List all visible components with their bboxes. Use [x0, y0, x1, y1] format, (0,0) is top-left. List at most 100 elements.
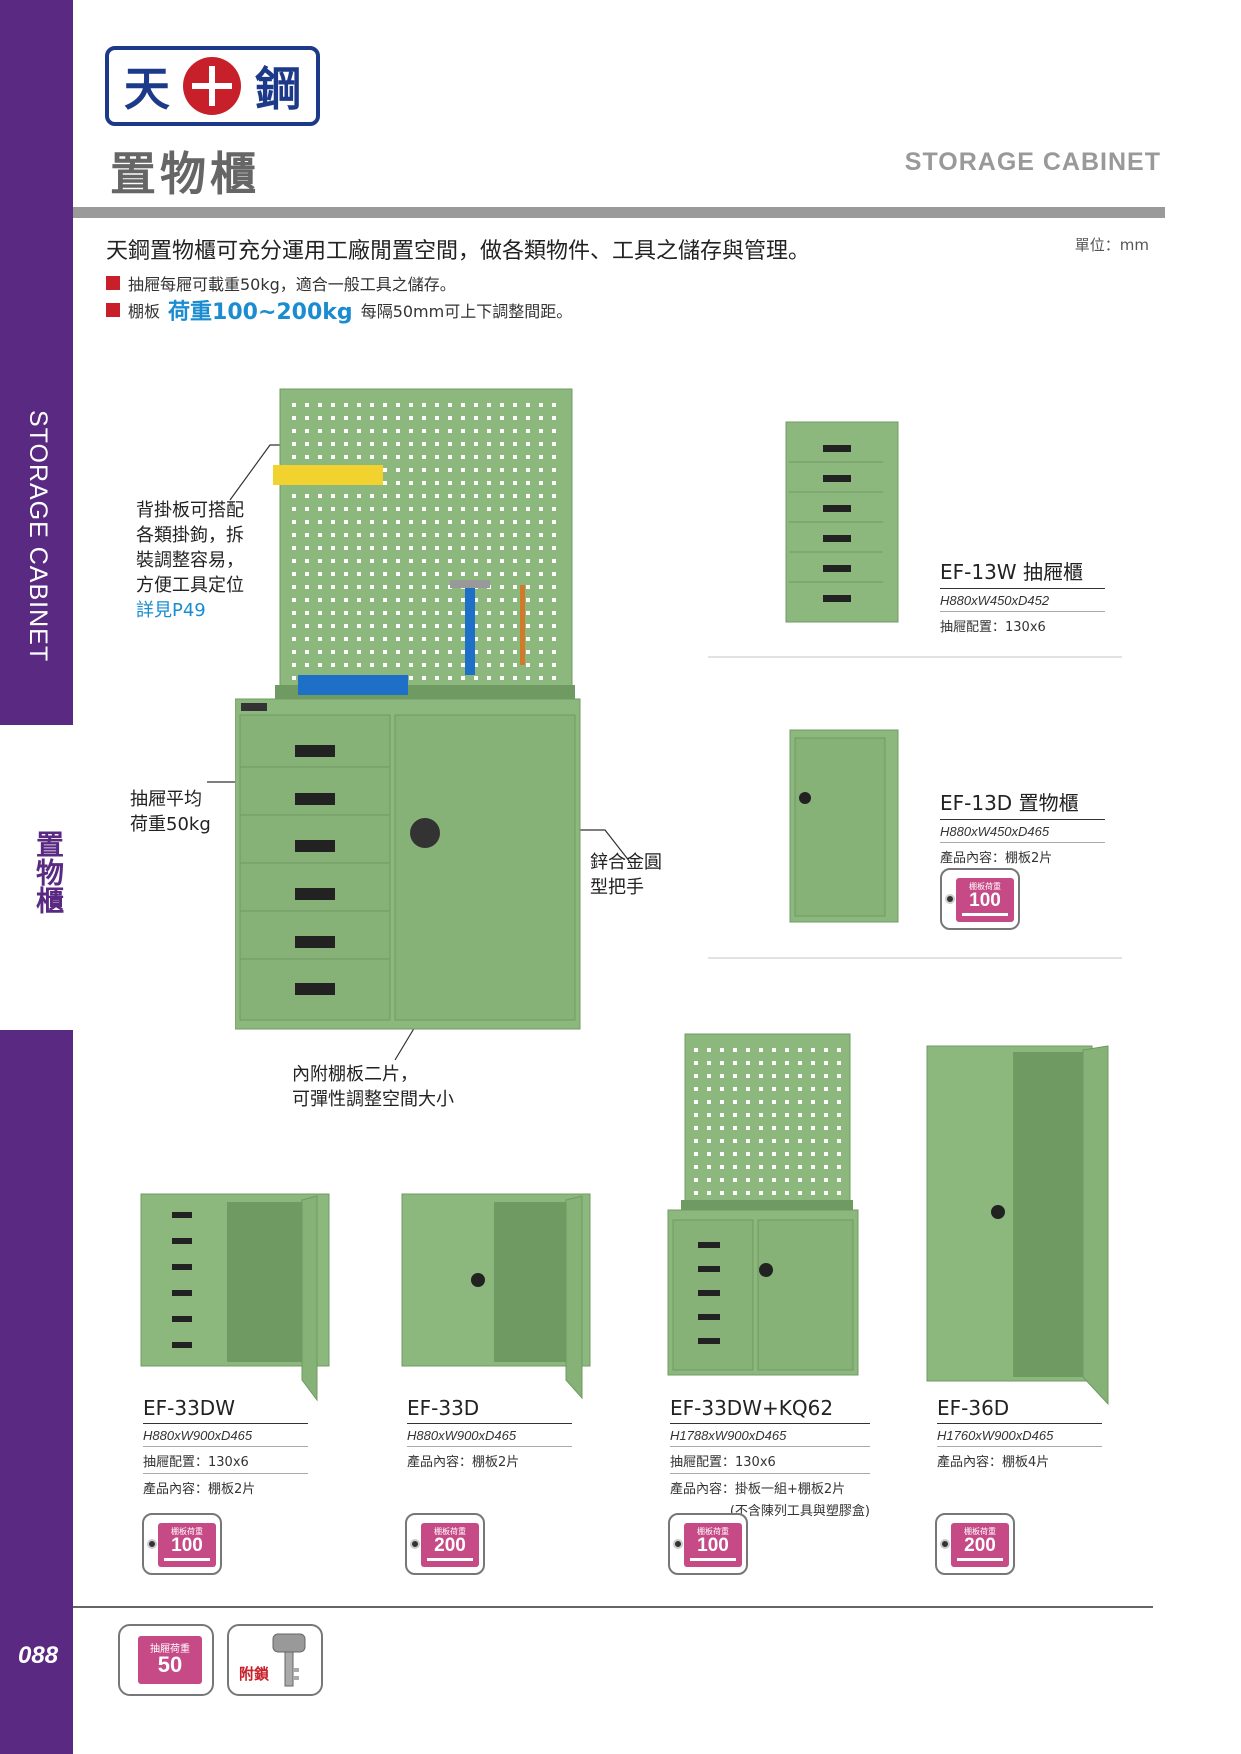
badge-caption: 棚板荷重: [969, 882, 1001, 891]
bullet-square-icon: [106, 276, 120, 290]
spec-row: 產品內容：棚板4片: [937, 1455, 1050, 1470]
page-number: 088: [18, 1642, 59, 1669]
callout-drawer: 抽屜平均 荷重50kg: [130, 787, 211, 837]
model-name: EF-13W 抽屜櫃: [940, 556, 1105, 589]
model-name: EF-36D: [937, 1396, 1102, 1424]
load-value: 200: [964, 1535, 996, 1556]
bullet-shelf: 棚板 荷重100~200kg 每隔50mm可上下調整間距。: [106, 294, 572, 326]
callout-line: 裝調整容易，: [136, 550, 244, 571]
spec-row: 抽屜配置：130x6: [940, 620, 1046, 635]
callout-line: 各類掛鉤，拆: [136, 525, 244, 546]
callout-line: 可彈性調整空間大小: [292, 1089, 454, 1110]
lock-knob-icon: [673, 1539, 683, 1549]
dimensions: H880xW900xD465: [407, 1424, 572, 1447]
sidebar-gap: [0, 725, 73, 1030]
hero-cabinet-illustration: [235, 388, 581, 1030]
lock-label: 附鎖: [239, 1665, 270, 1683]
callout-line: 荷重50kg: [130, 814, 211, 835]
bullet-text: 抽屜每屜可載重50kg，適合一般工具之儲存。: [128, 275, 456, 294]
spec-note: (不含陳列工具與塑膠盒): [729, 1504, 870, 1519]
sidebar: STORAGE CABINET 088: [0, 0, 73, 1754]
drawer-load-caption: 抽屜荷重: [150, 1644, 190, 1655]
dimensions: H880xW900xD465: [143, 1424, 308, 1447]
bullet-square-icon: [106, 303, 120, 317]
callout-line: 型把手: [590, 877, 644, 898]
spec-row: 抽屜配置：130x6: [143, 1447, 308, 1474]
spec-ef36d: EF-36D H1760xW900xD465 產品內容：棚板4片: [937, 1396, 1102, 1473]
unit-label: 單位：mm: [1074, 236, 1149, 254]
lock-knob-icon: [147, 1539, 157, 1549]
product-ef36d-illustration: [926, 1045, 1109, 1406]
logo-seal-icon: [183, 57, 242, 115]
product-ef13w-illustration: [785, 421, 899, 623]
badge-caption: 棚板荷重: [964, 1527, 996, 1536]
section-divider: [708, 957, 1122, 959]
spec-row: 產品內容：掛板一組+棚板2片: [670, 1482, 846, 1497]
spec-ef33dw: EF-33DW H880xW900xD465 抽屜配置：130x6 產品內容：棚…: [143, 1396, 308, 1500]
badge-caption: 棚板荷重: [434, 1527, 466, 1536]
callout-shelf: 內附棚板二片， 可彈性調整空間大小: [292, 1062, 454, 1112]
brand-logo: 天 鋼: [105, 46, 320, 126]
drawer-load-value: 50: [157, 1652, 183, 1677]
dimensions: H880xW450xD452: [940, 589, 1105, 612]
section-divider: [708, 656, 1122, 658]
intro-headline: 天鋼置物櫃可充分運用工廠閒置空間，做各類物件、工具之儲存與管理。: [106, 239, 811, 264]
product-ef33d-illustration: [401, 1193, 591, 1400]
product-ef13d-illustration: [789, 729, 899, 923]
dimensions: H1760xW900xD465: [937, 1424, 1102, 1447]
load-value: 100: [697, 1535, 729, 1556]
load-value: 100: [171, 1535, 203, 1556]
lock-included-badge: 附鎖: [227, 1624, 323, 1696]
drawer-load-badge: 抽屜荷重 50: [118, 1624, 214, 1696]
callout-line: 鋅合金圓: [590, 852, 662, 873]
sidebar-label-en: STORAGE CABINET: [24, 410, 52, 663]
callout-handle: 鋅合金圓 型把手: [590, 850, 662, 900]
see-page-link[interactable]: 詳見P49: [136, 600, 206, 621]
callout-line: 內附棚板二片，: [292, 1064, 418, 1085]
spec-ef13w: EF-13W 抽屜櫃 H880xW450xD452 抽屜配置：130x6: [940, 556, 1105, 638]
callout-line: 抽屜平均: [130, 789, 202, 810]
spec-row: 產品內容：棚板2片: [143, 1482, 256, 1497]
dimensions: H1788xW900xD465: [670, 1424, 870, 1447]
lock-knob-icon: [940, 1539, 950, 1549]
sidebar-label-zh: 置物櫃: [32, 830, 65, 914]
model-name: EF-33DW: [143, 1396, 308, 1424]
model-name: EF-13D 置物櫃: [940, 787, 1105, 820]
model-name: EF-33D: [407, 1396, 572, 1424]
logo-char-left: 天: [123, 62, 170, 116]
bullet-highlight: 荷重100~200kg: [168, 300, 353, 325]
model-name: EF-33DW+KQ62: [670, 1396, 870, 1424]
lock-knob-icon: [410, 1539, 420, 1549]
product-ef33dw-illustration: [140, 1193, 330, 1402]
page-title: 置物櫃: [110, 147, 260, 201]
spec-ef13d: EF-13D 置物櫃 H880xW450xD465 產品內容：棚板2片: [940, 787, 1105, 869]
spec-row: 產品內容：棚板2片: [407, 1455, 520, 1470]
page-title-en: STORAGE CABINET: [904, 148, 1161, 176]
bullet-text-suffix: 每隔50mm可上下調整間距。: [360, 302, 573, 321]
footer-rule: [73, 1606, 1153, 1608]
spec-row: 抽屜配置：130x6: [670, 1447, 870, 1474]
product-ef33dw-kq62-illustration: [667, 1033, 859, 1376]
key-icon: [272, 1633, 306, 1687]
bullet-drawer: 抽屜每屜可載重50kg，適合一般工具之儲存。: [106, 271, 456, 295]
load-value: 100: [969, 890, 1001, 911]
callout-line: 方便工具定位: [136, 575, 244, 596]
dimensions: H880xW450xD465: [940, 820, 1105, 843]
spec-row: 產品內容：棚板2片: [940, 851, 1053, 866]
logo-char-right: 鋼: [255, 62, 302, 116]
bullet-text: 棚板: [128, 302, 161, 321]
spec-ef33d: EF-33D H880xW900xD465 產品內容：棚板2片: [407, 1396, 572, 1473]
title-rule: [73, 207, 1165, 218]
badge-caption: 棚板荷重: [171, 1527, 203, 1536]
badge-caption: 棚板荷重: [697, 1527, 729, 1536]
lock-knob-icon: [945, 894, 955, 904]
callout-line: 背掛板可搭配: [136, 500, 244, 521]
load-value: 200: [434, 1535, 466, 1556]
callout-pegboard: 背掛板可搭配 各類掛鉤，拆 裝調整容易， 方便工具定位 詳見P49: [136, 498, 244, 623]
spec-ef33dw-kq62: EF-33DW+KQ62 H1788xW900xD465 抽屜配置：130x6 …: [670, 1396, 870, 1522]
